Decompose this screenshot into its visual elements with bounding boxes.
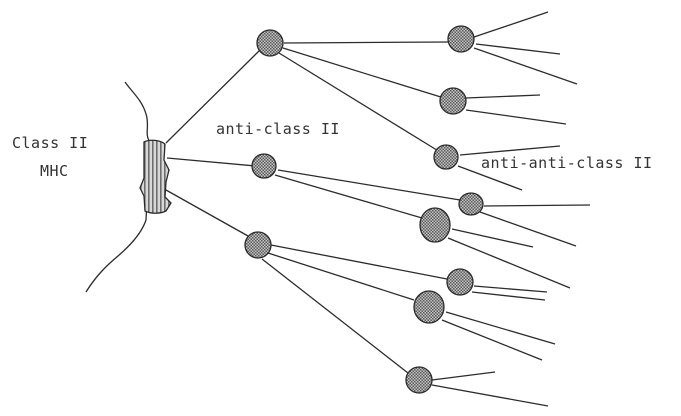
ray [473, 47, 578, 85]
ray [431, 371, 496, 381]
mhc-label-line2: MHC [40, 162, 69, 180]
anti-anti-class-ii-node [419, 207, 451, 243]
anti-class-ii-node [251, 153, 277, 179]
ray [459, 145, 561, 156]
link-receptor-top [165, 49, 261, 144]
ray [473, 285, 548, 293]
link-mid-a [277, 169, 461, 201]
anti-class-ii-label: anti-class II [216, 120, 340, 138]
ray [471, 291, 546, 301]
anti-class-ii-node [244, 231, 272, 259]
anti-anti-class-ii-node [447, 25, 475, 53]
ray [473, 11, 549, 38]
anti-anti-class-ii-node [413, 290, 445, 324]
ray [465, 109, 567, 125]
link-bottom-a [270, 244, 448, 280]
link-receptor-bottom [165, 189, 249, 237]
ray [457, 165, 523, 191]
anti-anti-class-ii-node [446, 268, 474, 296]
anti-anti-class-ii-node [433, 144, 459, 170]
ray [447, 237, 571, 289]
anti-anti-class-ii-label: anti-anti-class II [481, 154, 653, 172]
link-receptor-mid [166, 157, 257, 167]
anti-anti-class-ii-node [405, 366, 433, 394]
link-top-a [283, 41, 449, 44]
anti-anti-class-ii-node [439, 87, 467, 115]
ray [475, 43, 561, 55]
ray [483, 204, 591, 207]
mhc-receptor [139, 139, 172, 214]
link-bottom-b [267, 252, 415, 301]
ray [441, 319, 543, 361]
ray [465, 94, 541, 99]
link-bottom-c [261, 258, 409, 374]
ray [445, 311, 556, 345]
anti-anti-class-ii-node [458, 192, 484, 216]
link-top-b [282, 47, 445, 99]
ray [431, 384, 549, 407]
link-mid-b [274, 174, 423, 219]
mhc-label-line1: Class II [12, 134, 89, 152]
ray [451, 228, 534, 248]
anti-class-ii-node [256, 29, 284, 57]
ray [479, 211, 577, 247]
link-top-c [278, 52, 441, 153]
